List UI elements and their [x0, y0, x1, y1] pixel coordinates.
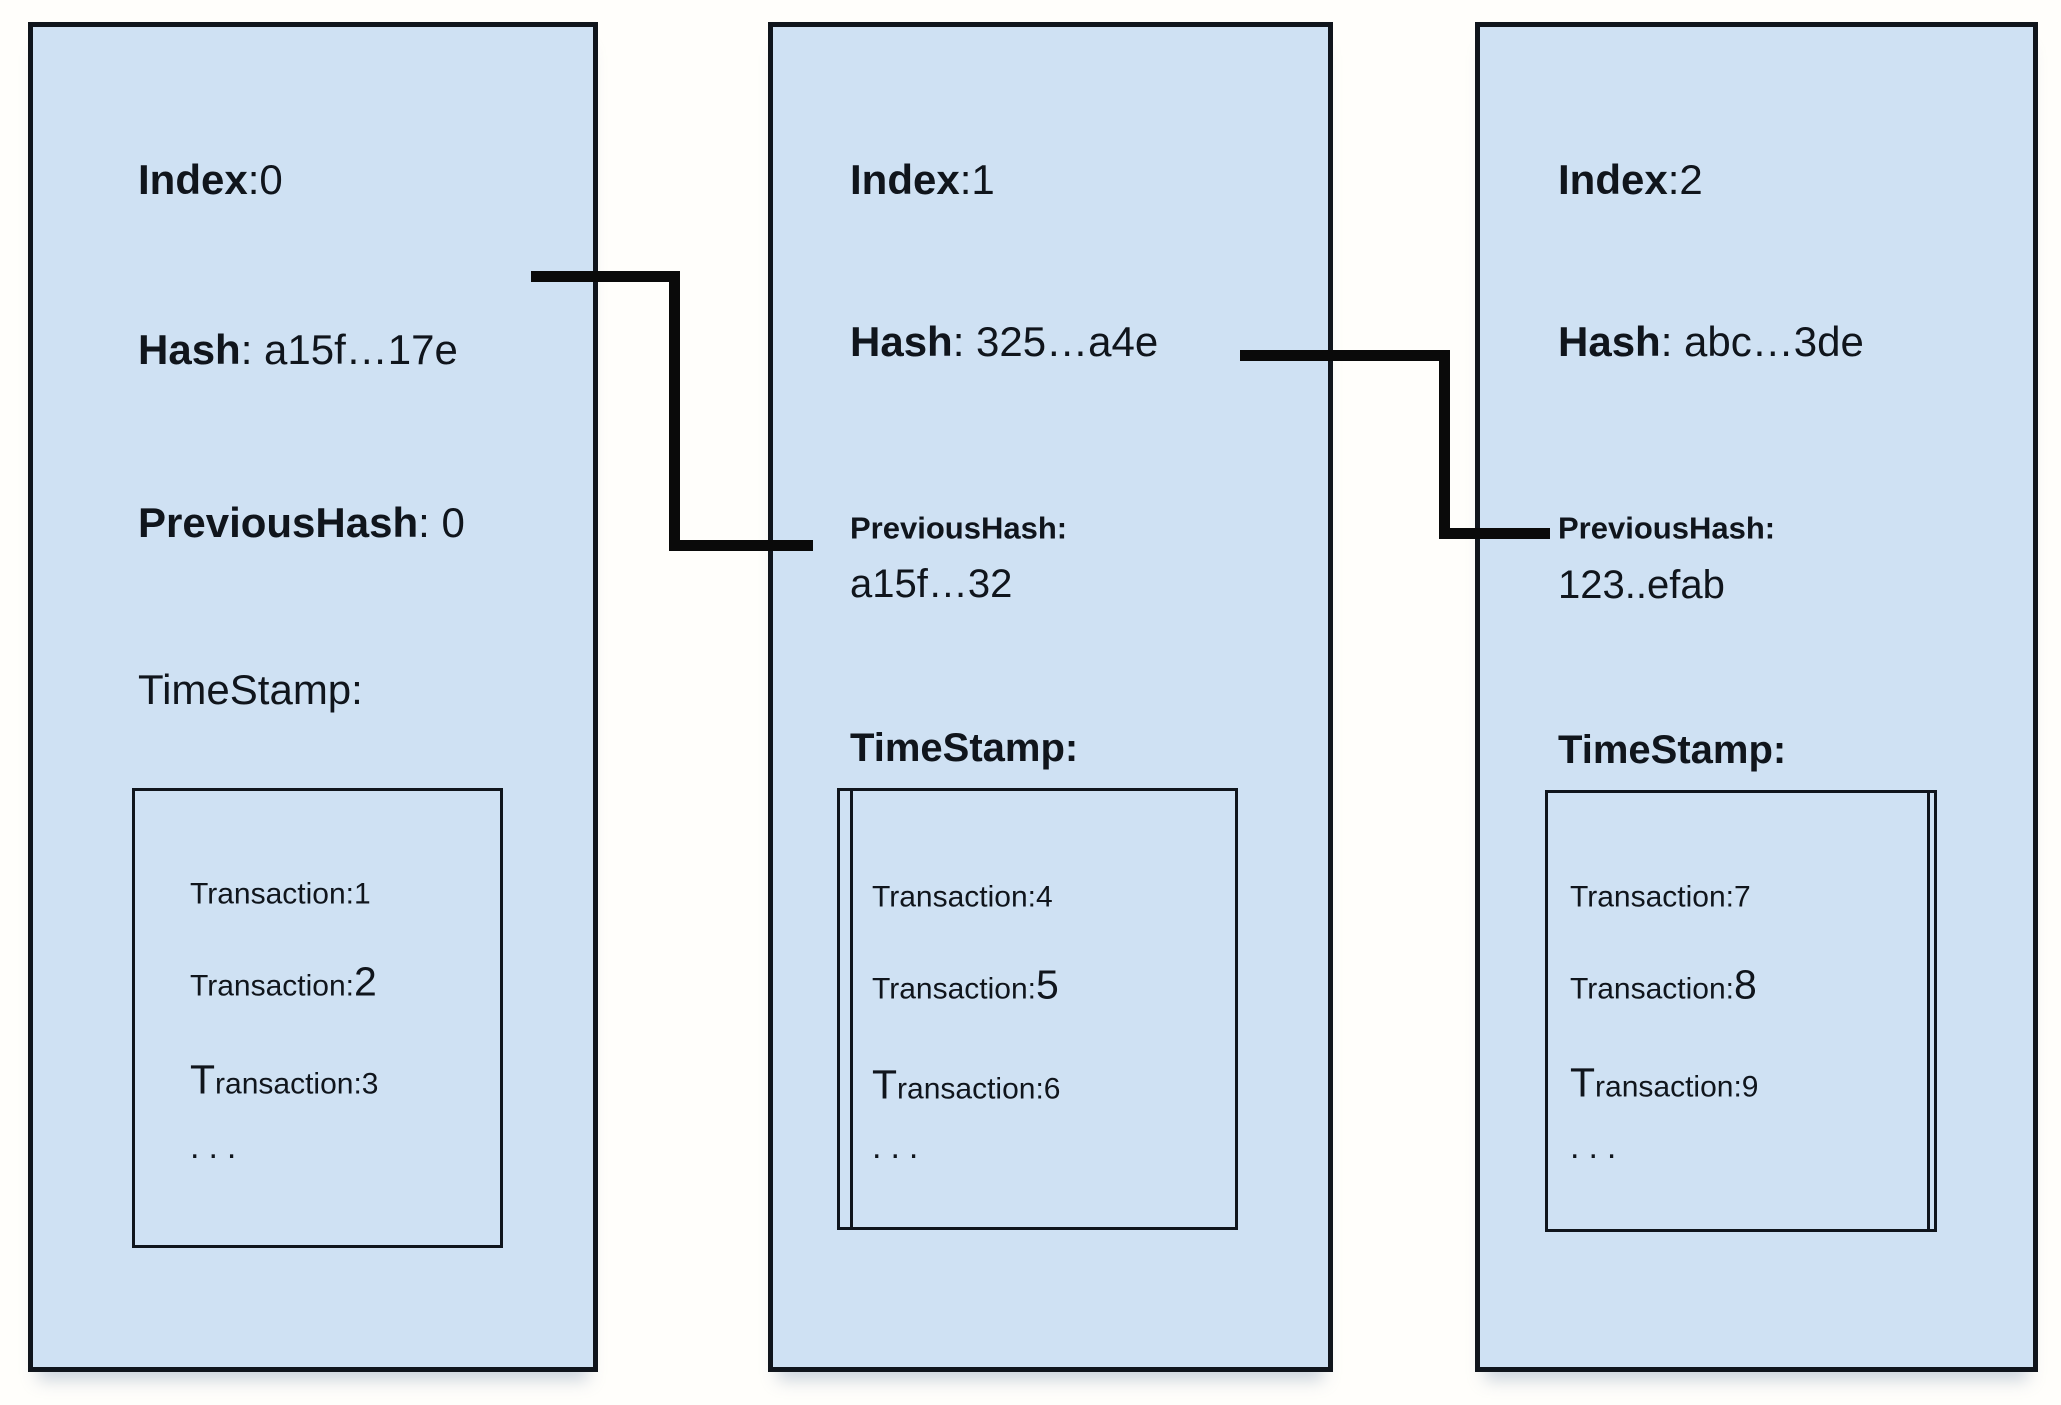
block-1: Index:1 Hash: 325…a4e PreviousHash: a15f… [768, 22, 1333, 1372]
index-line: Index:2 [1558, 159, 1703, 201]
transaction-lead: T [872, 1061, 898, 1108]
index-value: :2 [1667, 156, 1703, 203]
block-2: Index:2 Hash: abc…3de PreviousHash: 123.… [1475, 22, 2038, 1372]
index-line: Index:1 [850, 159, 995, 201]
index-label: Index [138, 156, 248, 203]
previous-hash-value: a15f…32 [850, 562, 1013, 606]
transaction-body: Transaction:4 [872, 880, 1053, 914]
transaction-body: Transaction: [1570, 972, 1734, 1006]
transaction-body: ransaction:9 [1595, 1070, 1759, 1104]
transactions-box [132, 788, 503, 1248]
previous-hash-label: PreviousHash [138, 499, 419, 546]
hash-label: Hash [1558, 318, 1661, 365]
ellipsis: ... [1570, 1128, 1626, 1166]
index-label: Index [850, 156, 960, 203]
transaction-tail: 2 [353, 958, 377, 1005]
transaction-lead: T [1570, 1059, 1596, 1106]
connector-segment [1240, 350, 1450, 361]
inner-divider-line [1927, 793, 1930, 1229]
block-0: Index:0 Hash: a15f…17e PreviousHash: 0 T… [28, 22, 598, 1372]
previous-hash-line: PreviousHash: 0 [138, 502, 465, 544]
transaction-tail: 8 [1733, 961, 1757, 1008]
previous-hash-line: PreviousHash: [1558, 510, 1776, 546]
transaction-row: Transaction:2 [190, 958, 377, 1005]
hash-line: Hash: a15f…17e [138, 329, 458, 371]
transaction-lead: T [190, 1056, 216, 1103]
index-value: :0 [247, 156, 283, 203]
inner-divider-line [850, 791, 853, 1227]
transaction-row: Transaction:4 [872, 873, 1053, 914]
transaction-row: Transaction:3 [190, 1056, 379, 1103]
timestamp-line: TimeStamp: [138, 666, 363, 713]
previous-hash-value: 123..efab [1558, 563, 1725, 607]
transaction-body: Transaction: [872, 972, 1036, 1006]
ellipsis: ... [872, 1128, 928, 1166]
hash-value: : abc…3de [1660, 318, 1864, 365]
transaction-body: Transaction:7 [1570, 880, 1751, 914]
connector-segment [1439, 528, 1550, 539]
index-value: :1 [959, 156, 995, 203]
hash-label: Hash [850, 318, 953, 365]
transactions-box [837, 788, 1238, 1230]
hash-value: : 325…a4e [952, 318, 1159, 365]
transaction-row: Transaction:1 [190, 870, 371, 911]
connector-segment [1439, 350, 1450, 539]
hash-value: : a15f…17e [240, 326, 458, 373]
transactions-box [1545, 790, 1937, 1232]
timestamp-line: TimeStamp: [1558, 728, 1787, 772]
timestamp-line: TimeStamp: [850, 726, 1079, 770]
transaction-row: Transaction:6 [872, 1061, 1061, 1108]
transaction-row: Transaction:5 [872, 961, 1059, 1008]
transaction-tail: 5 [1035, 961, 1059, 1008]
transaction-row: Transaction:7 [1570, 873, 1751, 914]
index-label: Index [1558, 156, 1668, 203]
transaction-body: Transaction:1 [190, 877, 371, 911]
transaction-row: Transaction:8 [1570, 961, 1757, 1008]
transaction-row: Transaction:9 [1570, 1059, 1759, 1106]
connector-segment [669, 271, 680, 551]
connector-segment [669, 540, 813, 551]
transaction-body: Transaction: [190, 969, 354, 1003]
index-line: Index:0 [138, 159, 283, 201]
hash-line: Hash: 325…a4e [850, 321, 1158, 363]
connector-segment [531, 271, 680, 282]
previous-hash-line: PreviousHash: [850, 510, 1068, 546]
transaction-body: ransaction:3 [215, 1067, 379, 1101]
ellipsis: ... [190, 1128, 246, 1166]
hash-line: Hash: abc…3de [1558, 321, 1864, 363]
previous-hash-value: : 0 [418, 499, 465, 546]
transaction-body: ransaction:6 [897, 1072, 1061, 1106]
hash-label: Hash [138, 326, 241, 373]
